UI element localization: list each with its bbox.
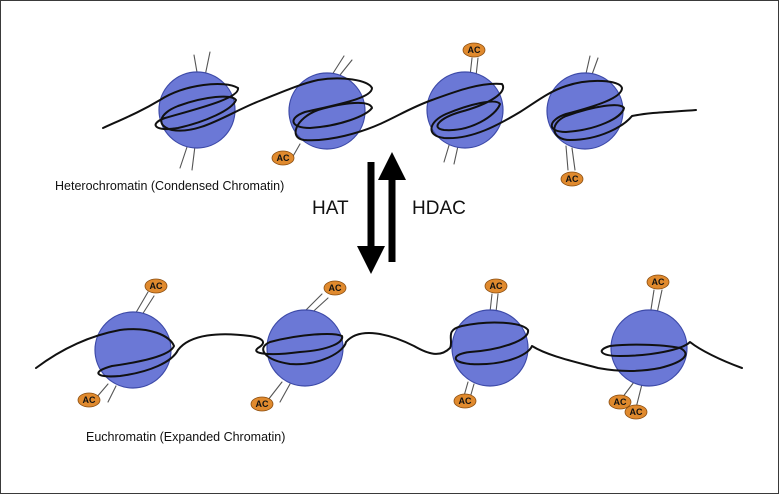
- acetyl-tag-label: AC: [652, 277, 665, 287]
- acetyl-tag-label: AC: [468, 45, 481, 55]
- histone-tail: [443, 141, 459, 165]
- acetyl-group: AC: [271, 150, 295, 166]
- heterochromatin-fiber: [102, 51, 697, 171]
- acetyl-tag-label: AC: [459, 396, 472, 406]
- dna-strand: [35, 321, 743, 378]
- acetyl-tag-label: AC: [630, 407, 643, 417]
- acetyl-tag-label: AC: [490, 281, 503, 291]
- histone-tail: [489, 293, 499, 313]
- euchromatin-label: Euchromatin (Expanded Chromatin): [86, 430, 286, 444]
- dna-strand: [102, 77, 697, 142]
- acetyl-group: AC: [462, 42, 486, 58]
- euchromatin-fiber: [35, 289, 743, 409]
- acetyl-group: AC: [608, 394, 632, 410]
- acetyl-tag-label: AC: [329, 283, 342, 293]
- conversion-arrows: [357, 152, 406, 274]
- acetyl-group: AC: [484, 278, 508, 294]
- heterochromatin-label: Heterochromatin (Condensed Chromatin): [55, 179, 285, 193]
- hat-label: HAT: [312, 198, 349, 219]
- acetyl-group: AC: [453, 393, 477, 409]
- acetyl-group: AC: [624, 404, 648, 420]
- histone-tail: [267, 381, 291, 403]
- acetyl-group: AC: [646, 274, 670, 290]
- acetyl-group: AC: [144, 278, 168, 294]
- acetyl-group: AC: [560, 171, 584, 187]
- acetyl-group: AC: [77, 392, 101, 408]
- acetyl-tag-label: AC: [256, 399, 269, 409]
- acetyl-tag-label: AC: [83, 395, 96, 405]
- histone-octamer: [451, 309, 529, 387]
- acetyl-tag-label: AC: [566, 174, 579, 184]
- histone-tail: [565, 145, 576, 171]
- hdac-label: HDAC: [412, 198, 466, 219]
- acetyl-group: AC: [323, 280, 347, 296]
- acetyl-group: AC: [250, 396, 274, 412]
- histone-tail: [179, 143, 196, 171]
- acetyl-tag-label: AC: [614, 397, 627, 407]
- histone-octamer: [288, 72, 366, 150]
- acetyl-tag-label: AC: [150, 281, 163, 291]
- histone-octamer: [266, 309, 344, 387]
- acetyl-tag-label: AC: [277, 153, 290, 163]
- histone-octamer: [610, 309, 688, 387]
